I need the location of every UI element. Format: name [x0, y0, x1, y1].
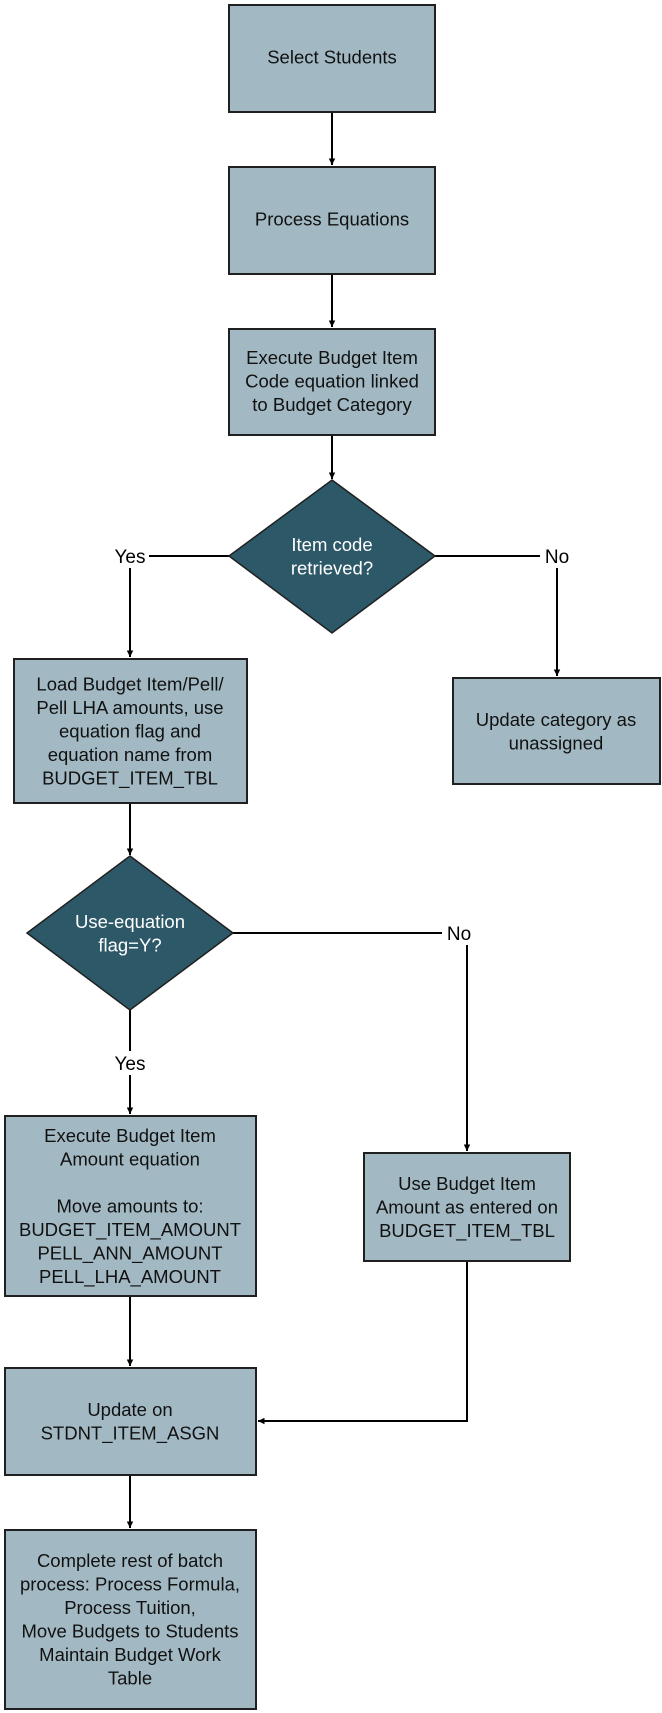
node-text-line: Update category as [476, 709, 636, 730]
node-text-line: STDNT_ITEM_ASGN [41, 1422, 220, 1444]
node-text-line: equation name from [48, 744, 213, 765]
node-text-line: Move amounts to: [56, 1196, 203, 1217]
label-item-code-no: No [545, 547, 569, 568]
node-text-line: Maintain Budget Work [39, 1644, 221, 1665]
node-text-line: BUDGET_ITEM_TBL [379, 1220, 555, 1242]
node-text-line: Amount equation [60, 1149, 200, 1170]
node-text-line: Execute Budget Item [44, 1125, 216, 1146]
node-text-process-equations: Process Equations [255, 209, 409, 230]
node-text-line: Complete rest of batch [37, 1550, 223, 1571]
node-load-budget-item: Load Budget Item/Pell/Pell LHA amounts, … [13, 658, 248, 804]
node-text-line: unassigned [509, 732, 604, 753]
node-text-line: Code equation linked [245, 371, 419, 392]
node-text-line: Select Students [267, 47, 397, 68]
node-text-line: Amount as entered on [376, 1197, 558, 1218]
node-text-line: Move Budgets to Students [22, 1620, 239, 1641]
edge-use-equation-no [233, 932, 471, 1151]
node-select-students: Select Students [228, 4, 436, 113]
node-text-line: process: Process Formula, [20, 1573, 240, 1594]
node-text-line: PELL_ANN_AMOUNT [37, 1243, 222, 1265]
node-text-line: Load Budget Item/Pell/ [36, 674, 224, 695]
node-text-line: equation flag and [59, 721, 201, 742]
node-text-line: Pell LHA amounts, use [36, 697, 223, 718]
node-text-line: Process Tuition, [64, 1597, 196, 1618]
label-use-equation-yes: Yes [115, 1054, 146, 1075]
node-text-line: Item code [291, 534, 372, 555]
node-text-line: BUDGET_ITEM_AMOUNT [19, 1219, 241, 1241]
node-text-line: Update on [87, 1399, 172, 1420]
node-text-load-budget-item: Load Budget Item/Pell/Pell LHA amounts, … [36, 674, 224, 790]
node-text-line: Process Equations [255, 209, 409, 230]
edge-item-code-no [435, 555, 561, 676]
edge-labels: Yes No Yes No [111, 544, 574, 1075]
edge-use-amount-to-update [258, 1261, 468, 1425]
node-text-line: to Budget Category [252, 394, 412, 415]
label-item-code-yes: Yes [115, 547, 146, 568]
node-text-line: flag=Y? [98, 934, 161, 955]
node-text-line: retrieved? [291, 557, 373, 578]
node-text-select-students: Select Students [267, 47, 397, 68]
node-text-line: PELL_LHA_AMOUNT [39, 1266, 221, 1288]
node-text-line: BUDGET_ITEM_TBL [42, 768, 218, 790]
node-text-line: Table [108, 1667, 152, 1688]
edge-item-code-yes [126, 555, 229, 657]
node-text-line: Use Budget Item [398, 1173, 536, 1194]
node-text-line: Execute Budget Item [246, 347, 418, 368]
connectors [126, 112, 561, 1528]
node-text-line: Use-equation [75, 911, 185, 932]
node-process-equations: Process Equations [228, 166, 436, 275]
label-use-equation-no: No [447, 924, 471, 945]
